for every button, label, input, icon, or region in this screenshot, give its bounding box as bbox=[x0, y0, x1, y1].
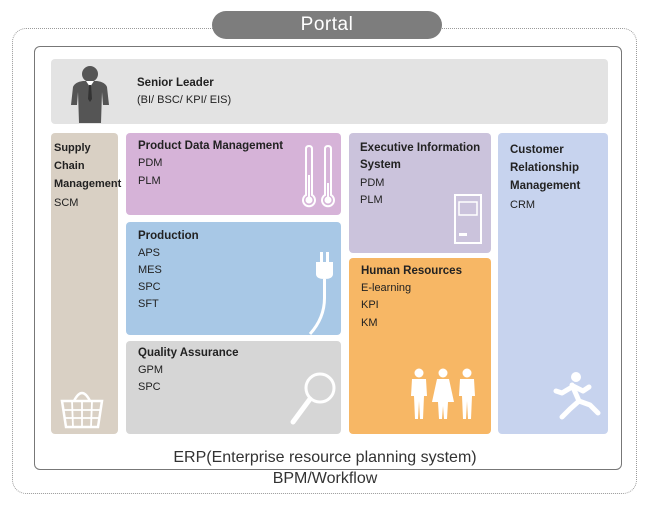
production-item: MES bbox=[138, 264, 162, 276]
scm-title-line: Supply bbox=[54, 142, 91, 154]
bpm-label: BPM/Workflow bbox=[272, 470, 378, 487]
scm-title-line: Management bbox=[54, 178, 122, 190]
monitor-icon bbox=[454, 194, 482, 244]
crm-title-line: Customer bbox=[510, 144, 564, 156]
eis-panel: Executive Information System PDM PLM bbox=[349, 133, 491, 253]
senior-leader-title: Senior Leader bbox=[137, 77, 214, 89]
qa-item: SPC bbox=[138, 381, 161, 393]
running-man-icon bbox=[553, 372, 601, 420]
portal-badge: Portal bbox=[212, 11, 442, 39]
senior-leader-panel: Senior Leader (BI/ BSC/ KPI/ EIS) bbox=[51, 59, 608, 124]
hr-panel: Human Resources E-learning KPI KM bbox=[349, 258, 491, 434]
crm-title: Customer Relationship Management bbox=[510, 141, 580, 195]
production-title: Production bbox=[138, 230, 199, 242]
production-item: SPC bbox=[138, 281, 161, 293]
production-panel: Production APS MES SPC SFT bbox=[126, 222, 341, 336]
scm-panel: Supply Chain Management SCM bbox=[51, 133, 121, 434]
production-item: APS bbox=[138, 247, 161, 259]
pdm-item: PDM bbox=[138, 157, 163, 169]
hr-item: E-learning bbox=[361, 282, 412, 294]
thermometer-icon bbox=[302, 144, 335, 208]
pdm-title: Product Data Management bbox=[138, 140, 284, 152]
businessman-icon bbox=[71, 66, 109, 123]
crm-panel: Customer Relationship Management CRM bbox=[498, 133, 608, 434]
erp-frame bbox=[34, 46, 622, 470]
qa-title: Quality Assurance bbox=[138, 347, 239, 359]
scm-title: Supply Chain Management bbox=[54, 139, 121, 193]
power-plug-icon bbox=[308, 252, 333, 336]
eis-item: PDM bbox=[360, 177, 385, 189]
crm-title-line: Management bbox=[510, 180, 581, 192]
crm-title-line: Relationship bbox=[510, 162, 580, 174]
pdm-item: PLM bbox=[138, 175, 161, 187]
senior-leader-subtitle: (BI/ BSC/ KPI/ EIS) bbox=[137, 94, 232, 106]
qa-panel: Quality Assurance GPM SPC bbox=[126, 341, 341, 434]
hr-title: Human Resources bbox=[361, 265, 462, 277]
hr-item: KPI bbox=[361, 299, 379, 311]
eis-title: Executive Information System bbox=[360, 140, 480, 174]
crm-item: CRM bbox=[510, 199, 536, 211]
shopping-basket-icon bbox=[60, 391, 104, 429]
people-icon bbox=[411, 368, 475, 419]
scm-item: SCM bbox=[54, 197, 79, 209]
qa-item: GPM bbox=[138, 364, 164, 376]
erp-label: ERP(Enterprise resource planning system) bbox=[173, 449, 477, 466]
magnifier-icon bbox=[290, 372, 336, 425]
eis-item: PLM bbox=[360, 194, 383, 206]
scm-title-line: Chain bbox=[54, 160, 85, 172]
eis-title-line: Executive Information bbox=[360, 142, 481, 154]
production-item: SFT bbox=[138, 298, 159, 310]
hr-item: KM bbox=[361, 317, 378, 329]
pdm-panel: Product Data Management PDM PLM bbox=[126, 133, 341, 215]
eis-title-line: System bbox=[360, 159, 401, 171]
